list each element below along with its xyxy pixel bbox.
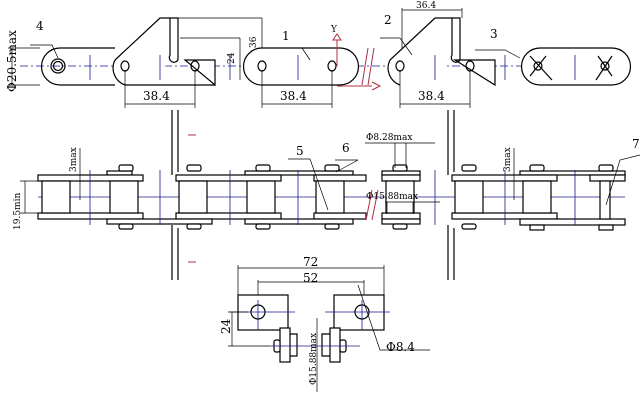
axis-marker [332,33,382,91]
attachment-slot [168,18,179,63]
rollers [41,180,611,220]
pin-circle [52,60,64,72]
label-1: 1 [282,29,290,43]
label-3: 3 [490,27,498,41]
dim-height-36: 36 [249,36,259,48]
attachment-plate-right-end [333,294,385,331]
attachment-plate-left [112,17,216,87]
dim-height-24: 24 [227,52,237,64]
attachment-plate-right [387,17,496,87]
label-7: 7 [632,137,640,151]
side-plate [279,327,291,363]
roller [290,333,330,357]
dim-pitch-3: 38.4 [418,89,445,103]
side-plate [329,327,341,363]
label-6: 6 [342,141,350,155]
dim-plate-thickness-1: 3max [69,147,79,172]
dim-plate-thickness-2: 3max [503,147,513,172]
outer-plates-bottom [37,212,626,226]
end-plate [40,47,115,86]
break-mark [361,47,375,86]
dim-roller-dia-end: Φ15.88max [309,333,319,385]
mark [188,134,196,263]
hole [533,61,543,71]
roller-circle [50,58,66,74]
hole [600,61,610,71]
dim-pitch-2: 38.4 [280,89,307,103]
dim-width-36-4: 36.4 [416,1,436,11]
dim-hole-height: 24 [219,318,233,334]
attachment-plate-left-end [237,294,289,331]
pin-heads [118,164,614,231]
dim-pitch-1: 38.4 [143,89,170,103]
top-view: Y Φ20.5max 38.4 38.4 38.4 24 36 36.4 4 1… [5,1,632,108]
dim-pin-diameter: Φ20.5max [5,30,19,92]
attachment-slot [450,18,461,63]
outer-plates-top [37,170,626,182]
side-view: 19.5min 3max 3max Φ8.28max Φ15.88max 5 6… [13,110,640,280]
break-mark [365,189,379,221]
inner-link-plate [242,47,360,86]
dim-inner-width: 19.5min [13,193,23,230]
label-2: 2 [384,13,392,27]
axis-y-label: Y [330,25,338,35]
end-view: 72 52 24 Φ15.88max Φ8.4 [219,255,430,392]
dim-hole-dia: Φ8.4 [386,340,415,354]
dim-hole-spacing: 52 [303,271,318,285]
dim-roller-dia: Φ15.88max [366,192,418,202]
label-5: 5 [296,144,304,158]
dim-pin-dia: Φ8.28max [366,133,412,143]
label-4: 4 [36,19,44,33]
attachment-tabs [171,110,455,280]
dim-overall-width: 72 [303,255,318,269]
